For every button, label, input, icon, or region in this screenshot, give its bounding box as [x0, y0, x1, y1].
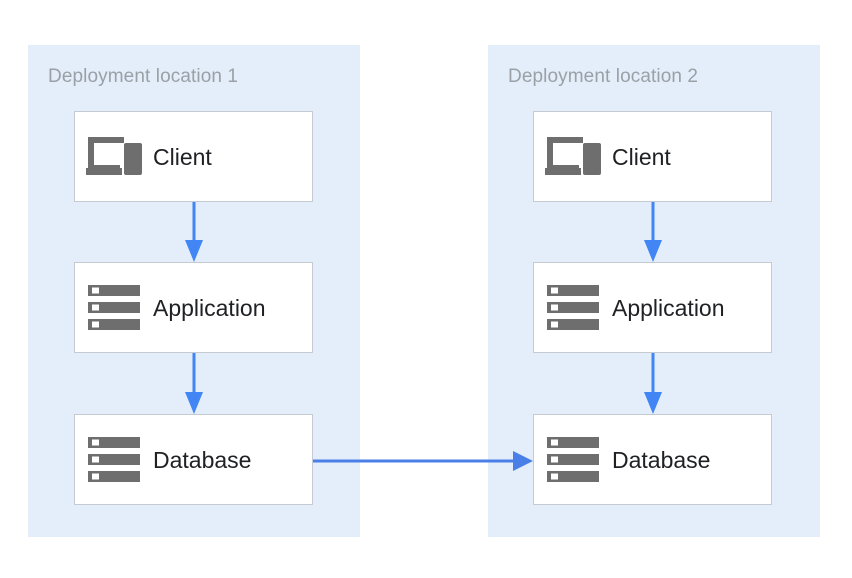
server-rack-icon	[534, 282, 612, 334]
client-devices-icon	[534, 131, 612, 183]
server-rack-icon	[75, 282, 153, 334]
node-database-1-label: Database	[153, 446, 252, 473]
server-rack-icon	[534, 434, 612, 486]
arrow-application-1-to-database-1	[184, 353, 204, 414]
node-database-1[interactable]: Database	[74, 414, 313, 505]
arrow-client-1-to-application-1	[184, 202, 204, 262]
deployment-location-1-title: Deployment location 1	[48, 66, 239, 87]
node-client-2[interactable]: Client	[533, 111, 772, 202]
node-application-1[interactable]: Application	[74, 262, 313, 353]
arrow-database-1-to-database-2	[313, 450, 533, 472]
node-database-2-label: Database	[612, 446, 711, 473]
server-rack-icon	[75, 434, 153, 486]
node-client-1[interactable]: Client	[74, 111, 313, 202]
node-application-2[interactable]: Application	[533, 262, 772, 353]
node-database-2[interactable]: Database	[533, 414, 772, 505]
node-client-1-label: Client	[153, 143, 212, 170]
arrow-client-2-to-application-2	[643, 202, 663, 262]
node-application-2-label: Application	[612, 294, 725, 321]
deployment-location-2-title: Deployment location 2	[508, 66, 699, 87]
node-client-2-label: Client	[612, 143, 671, 170]
node-application-1-label: Application	[153, 294, 266, 321]
client-devices-icon	[75, 131, 153, 183]
arrow-application-2-to-database-2	[643, 353, 663, 414]
